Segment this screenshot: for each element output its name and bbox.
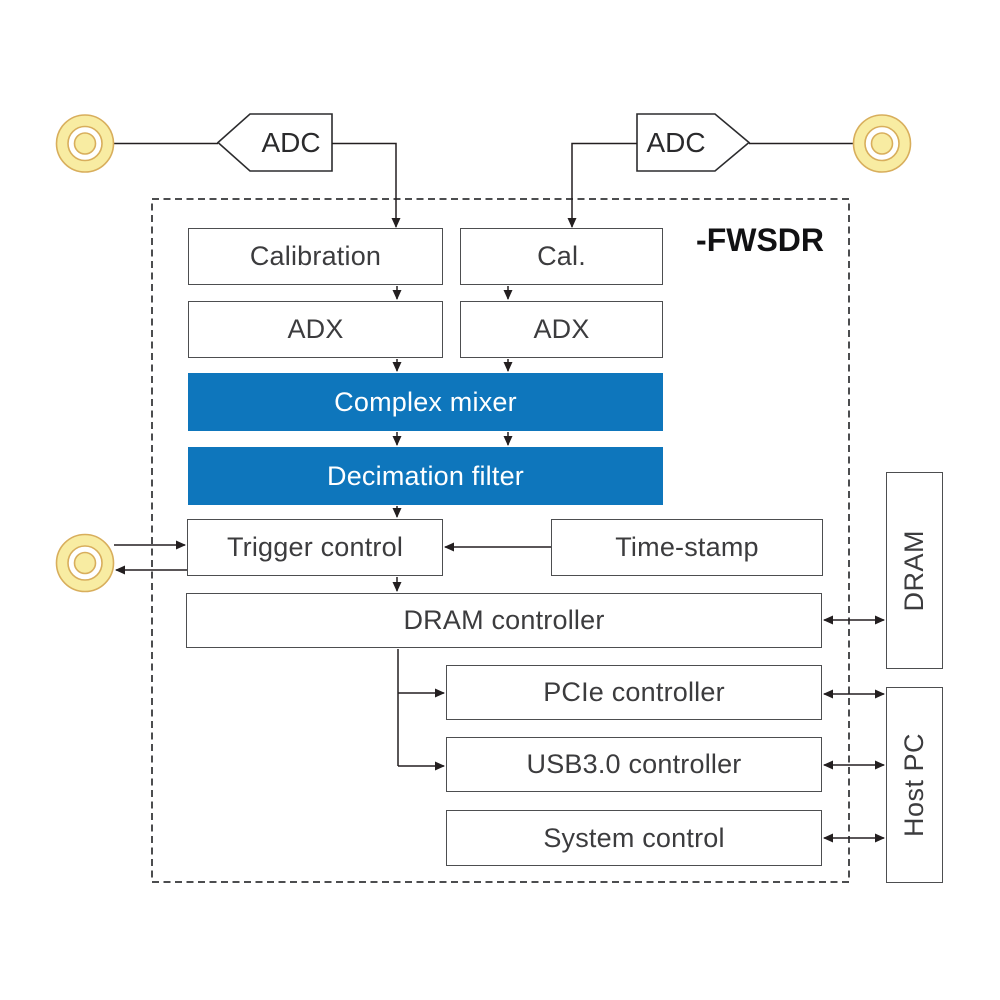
block-trigger-control-label: Trigger control <box>226 532 404 562</box>
wire-adc-left-to-calibration <box>332 142 401 228</box>
diagram-title: -FWSDR <box>696 221 824 258</box>
block-dram-controller-label: DRAM controller <box>403 605 605 635</box>
block-decimation-filter: Decimation filter <box>188 447 663 505</box>
block-adc-right-label: ADC <box>646 126 706 158</box>
block-calibration: Calibration <box>188 228 443 285</box>
block-cal-label: Cal. <box>537 241 586 271</box>
block-adx-right: ADX <box>460 301 663 358</box>
block-time-stamp-label: Time-stamp <box>615 532 759 562</box>
rf-connector-icon <box>55 114 115 173</box>
block-trigger-control: Trigger control <box>187 519 443 576</box>
block-dram-controller: DRAM controller <box>186 593 822 648</box>
block-decimation-filter-label: Decimation filter <box>327 460 524 491</box>
rf-connector-icon <box>55 533 115 593</box>
block-adx-right-label: ADX <box>533 314 590 344</box>
block-cal: Cal. <box>460 228 663 285</box>
block-adx-left: ADX <box>188 301 443 358</box>
block-dram-label: DRAM <box>899 529 929 612</box>
block-time-stamp: Time-stamp <box>551 519 823 576</box>
block-calibration-label: Calibration <box>249 241 382 271</box>
block-system-control-label: System control <box>543 822 725 853</box>
block-usb30-controller-label: USB3.0 controller <box>526 749 742 779</box>
rf-connector-icon <box>852 114 912 173</box>
block-pcie-controller-label: PCIe controller <box>543 677 725 707</box>
block-complex-mixer: Complex mixer <box>188 373 663 431</box>
block-dram: DRAM <box>886 472 943 669</box>
block-pcie-controller: PCIe controller <box>446 665 822 720</box>
wire-adc-right-to-cal <box>567 142 637 228</box>
block-host-pc-label: Host PC <box>899 732 929 838</box>
block-adc-left-label: ADC <box>261 126 321 158</box>
block-system-control: System control <box>446 810 822 866</box>
block-usb30-controller: USB3.0 controller <box>446 737 822 792</box>
block-adx-left-label: ADX <box>287 314 344 344</box>
block-complex-mixer-label: Complex mixer <box>334 386 517 417</box>
block-host-pc: Host PC <box>886 687 943 883</box>
